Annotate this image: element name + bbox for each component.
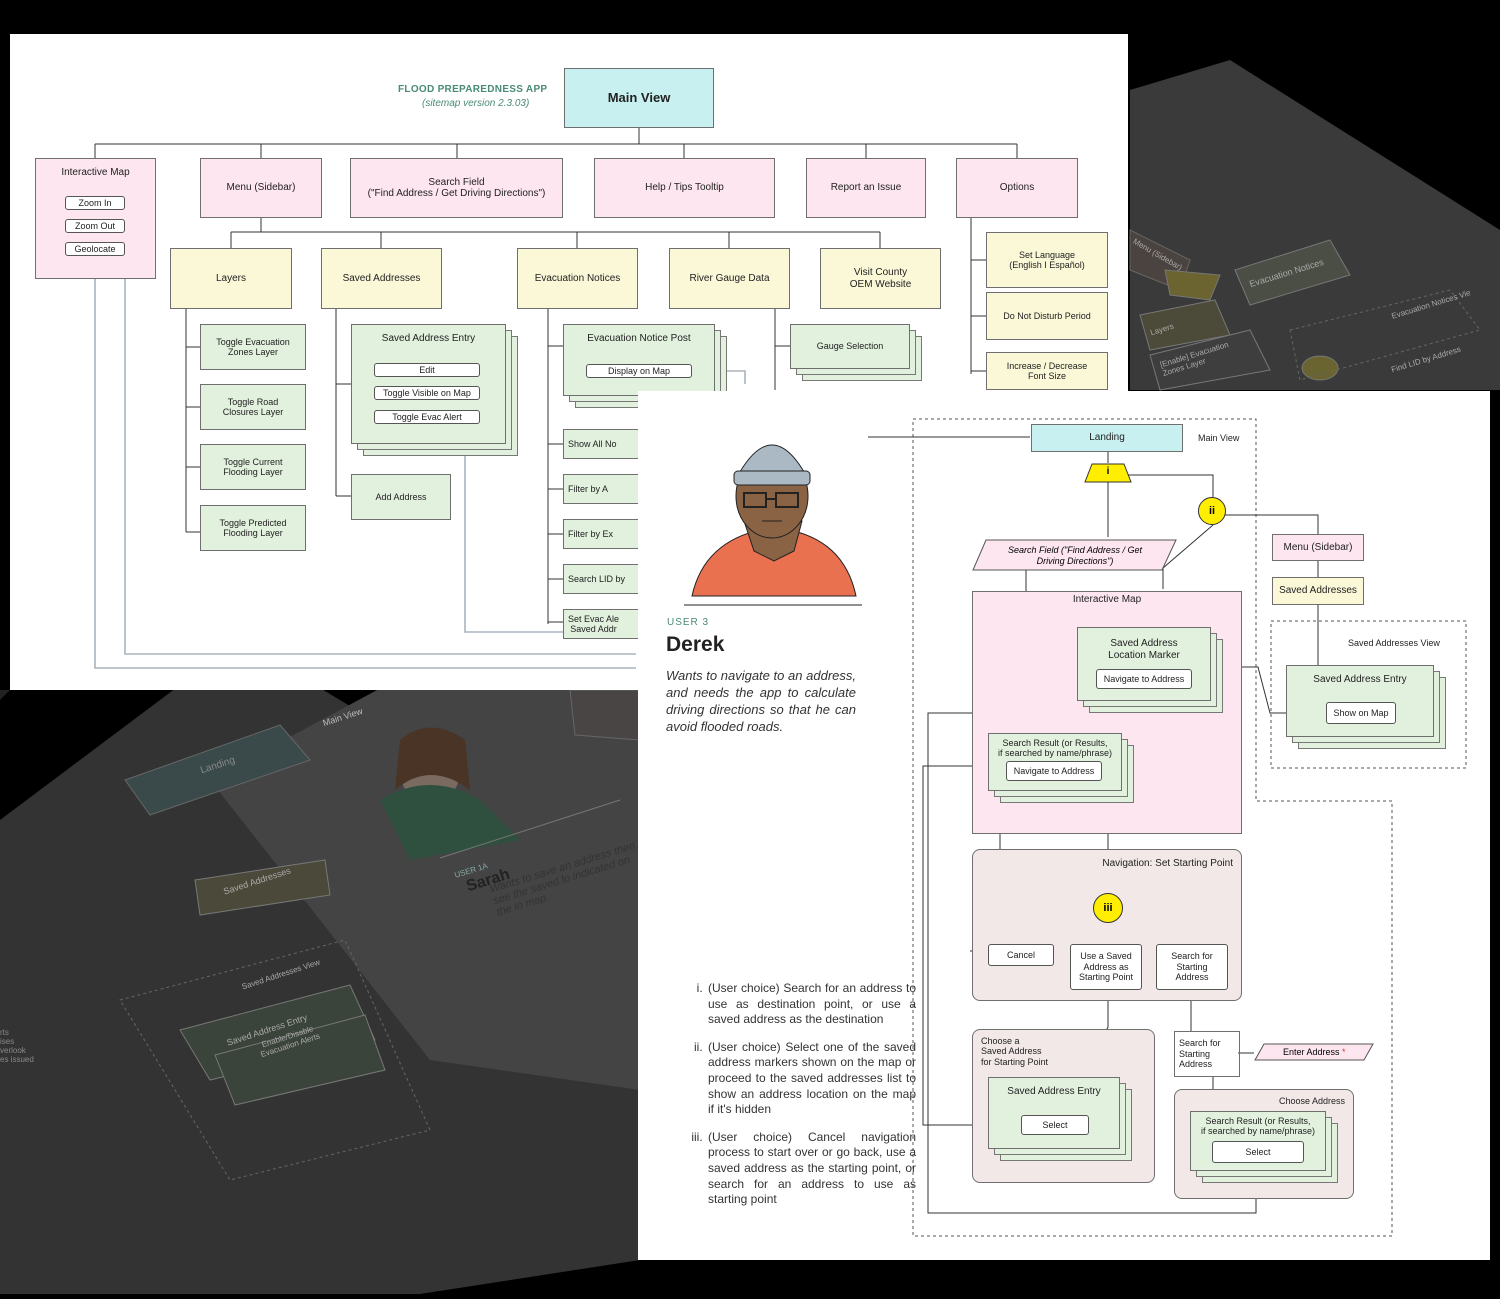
derek-saved-addresses-view: Saved Addresses View	[1348, 638, 1440, 648]
marker-i-shape	[1084, 463, 1132, 483]
search-for-start-button[interactable]: Search for Starting Address	[1156, 944, 1228, 990]
marker-ii: ii	[1198, 497, 1226, 525]
enter-address-label: Enter Address	[1283, 1047, 1340, 1057]
display-on-map-button[interactable]: Display on Map	[586, 364, 692, 378]
sitemap-font-size: Increase / Decrease Font Size	[986, 352, 1108, 390]
note-ii: (User choice) Select one of the saved ad…	[706, 1040, 916, 1118]
sitemap-connectors	[94, 128, 1018, 669]
zoom-out-button[interactable]: Zoom Out	[65, 219, 125, 233]
derek-menu-sidebar: Menu (Sidebar)	[1272, 534, 1364, 561]
required-mark: *	[1342, 1047, 1346, 1057]
derek-saved-address-marker: Saved Address Location Marker	[1077, 627, 1211, 701]
show-on-map-button[interactable]: Show on Map	[1326, 702, 1396, 724]
derek-choice-notes: (User choice) Search for an address to u…	[688, 981, 916, 1220]
derek-landing: Landing	[1031, 424, 1183, 452]
sitemap-toggle-predicted: Toggle Predicted Flooding Layer	[200, 505, 306, 551]
toggle-visible-button[interactable]: Toggle Visible on Map	[374, 386, 480, 400]
search-field-shape	[972, 539, 1177, 571]
navigate-to-address-button-2[interactable]: Navigate to Address	[1006, 761, 1102, 781]
bg-left-text: rts ises verlook es issued	[0, 1028, 34, 1064]
derek-choose-saved-entry: Saved Address Entry	[988, 1077, 1120, 1149]
sitemap-evacuation-notices: Evacuation Notices	[517, 248, 638, 309]
derek-search-field: Search Field ("Find Address / Get Drivin…	[1008, 545, 1142, 566]
sitemap-toggle-road: Toggle Road Closures Layer	[200, 384, 306, 430]
derek-illustration	[684, 444, 862, 606]
derek-description: Wants to navigate to an address, and nee…	[666, 668, 856, 734]
toggle-evac-alert-button[interactable]: Toggle Evac Alert	[374, 410, 480, 424]
sitemap-report-issue: Report an Issue	[806, 158, 926, 218]
navigate-to-address-button-1[interactable]: Navigate to Address	[1096, 669, 1192, 689]
note-iii: (User choice) Cancel navigation process …	[706, 1130, 916, 1208]
sitemap-do-not-disturb: Do Not Disturb Period	[986, 292, 1108, 340]
sitemap-help-tips: Help / Tips Tooltip	[594, 158, 775, 218]
sitemap-saved-addresses: Saved Addresses	[321, 248, 442, 309]
sitemap-add-address: Add Address	[351, 474, 451, 520]
select-button-2[interactable]: Select	[1212, 1141, 1304, 1163]
marker-iii: iii	[1093, 893, 1123, 923]
derek-main-view-label: Main View	[1198, 433, 1240, 443]
derek-search-for-start-step: Search for Starting Address	[1174, 1031, 1240, 1077]
geolocate-button[interactable]: Geolocate	[65, 242, 125, 256]
sitemap-filter-by-a: Filter by A	[563, 474, 643, 504]
note-i: (User choice) Search for an address to u…	[706, 981, 916, 1028]
derek-user-tag: USER 3	[667, 617, 710, 628]
sitemap-show-all: Show All No	[563, 429, 643, 459]
sitemap-search-field: Search Field ("Find Address / Get Drivin…	[350, 158, 563, 218]
sitemap-main-view: Main View	[564, 68, 714, 128]
sitemap-interactive-map: Interactive Map	[35, 158, 156, 279]
enter-address-input[interactable]: Enter Address *	[1283, 1047, 1346, 1057]
sitemap-layers: Layers	[170, 248, 292, 309]
sitemap-toggle-current: Toggle Current Flooding Layer	[200, 444, 306, 490]
sitemap-toggle-evac-zones: Toggle Evacuation Zones Layer	[200, 324, 306, 370]
cancel-button[interactable]: Cancel	[988, 944, 1054, 966]
sitemap-gauge-selection: Gauge Selection	[790, 324, 910, 369]
sitemap-set-evac: Set Evac Ale Saved Addr	[563, 609, 643, 639]
enter-address-shape	[1254, 1043, 1374, 1061]
select-button-1[interactable]: Select	[1021, 1115, 1089, 1135]
sitemap-evac-notice-post: Evacuation Notice Post	[563, 324, 715, 396]
sitemap-visit-county: Visit County OEM Website	[820, 248, 941, 309]
derek-sheet: USER 3 Derek Wants to navigate to an add…	[638, 391, 1490, 1260]
zoom-in-button[interactable]: Zoom In	[65, 196, 125, 210]
use-saved-address-button[interactable]: Use a Saved Address as Starting Point	[1070, 944, 1142, 990]
marker-i: i	[1106, 466, 1110, 477]
sitemap-river-gauge: River Gauge Data	[669, 248, 790, 309]
sitemap-app-title: FLOOD PREPAREDNESS APP	[398, 84, 548, 95]
sitemap-set-language: Set Language (English I Español)	[986, 232, 1108, 288]
sitemap-search-lid: Search LID by	[563, 564, 643, 594]
sitemap-filter-by-ex: Filter by Ex	[563, 519, 643, 549]
derek-saved-addresses: Saved Addresses	[1272, 577, 1364, 605]
sitemap-options: Options	[956, 158, 1078, 218]
sitemap-menu-sidebar: Menu (Sidebar)	[200, 158, 322, 218]
sitemap-version: (sitemap version 2.3.03)	[422, 98, 530, 109]
edit-button[interactable]: Edit	[374, 363, 480, 377]
sitemap-sheet: FLOOD PREPAREDNESS APP (sitemap version …	[10, 34, 1128, 690]
derek-saved-address-entry: Saved Address Entry	[1286, 665, 1434, 737]
derek-name: Derek	[666, 633, 725, 656]
sitemap-saved-address-entry: Saved Address Entry	[351, 324, 506, 444]
